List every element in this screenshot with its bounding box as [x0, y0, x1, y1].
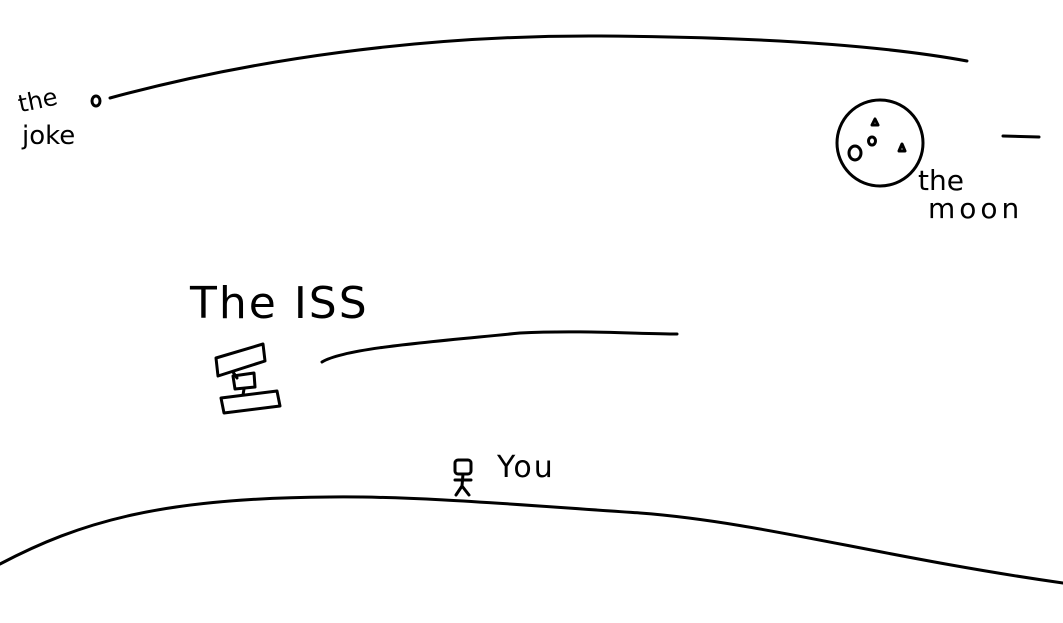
joke-label-line1: the — [16, 83, 60, 119]
joke-label-line2: joke — [21, 121, 75, 151]
moon-orbit-dash — [1001, 134, 1041, 139]
iss-label: The ISS — [189, 278, 369, 329]
iss-icon — [214, 342, 282, 415]
iss-orbit-line — [320, 330, 679, 364]
moon-label-line1: the — [918, 164, 964, 197]
moon-label-line2: moon — [928, 192, 1023, 225]
person-icon — [453, 458, 473, 497]
you-label: You — [496, 450, 555, 485]
joke-orbit-line — [108, 34, 969, 100]
earth-surface-line — [0, 495, 1063, 585]
moon-icon — [835, 98, 925, 188]
joke-object-icon — [90, 94, 102, 108]
